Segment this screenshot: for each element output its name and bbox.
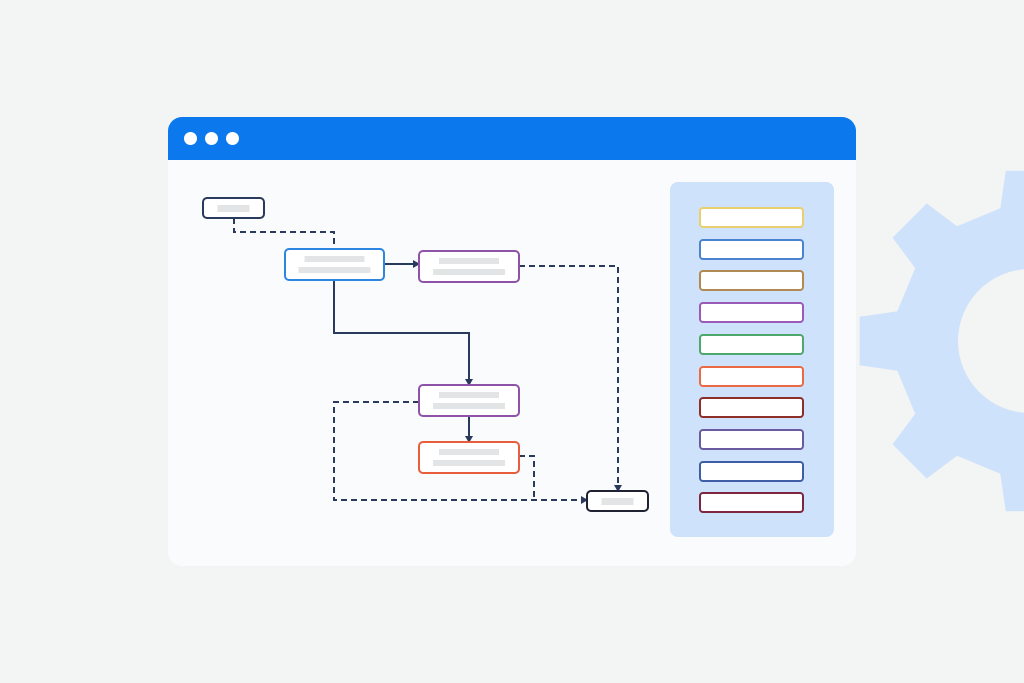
app-window [168, 117, 856, 566]
legend-item[interactable] [699, 365, 804, 387]
node-step-blue[interactable] [284, 248, 385, 281]
gear-body [859, 170, 1024, 512]
node-box [418, 384, 520, 417]
node-text-placeholder [601, 498, 634, 505]
node-box [418, 250, 520, 283]
edge-step-orange-to-end [519, 455, 535, 500]
legend-item[interactable] [699, 428, 804, 450]
edge-step-blue-to-step-purple-middle [333, 280, 473, 386]
legend-item[interactable] [699, 492, 804, 514]
legend-item[interactable] [699, 397, 804, 419]
flowchart-diagram [202, 197, 649, 512]
diagram-edges [233, 218, 622, 504]
legend-panel [670, 182, 834, 537]
node-text-placeholder [433, 460, 505, 466]
window-dot-maximize[interactable] [226, 132, 239, 145]
window-dot-close[interactable] [184, 132, 197, 145]
gear-icon [859, 170, 1024, 512]
gear-hole [958, 269, 1024, 413]
node-text-placeholder [304, 256, 365, 262]
edge-step-purple-middle-to-end [333, 401, 588, 504]
node-step-orange[interactable] [418, 441, 520, 474]
edge-step-purple-right-to-end [519, 265, 622, 492]
node-text-placeholder [217, 205, 250, 212]
node-step-purple-right[interactable] [418, 250, 520, 283]
node-text-placeholder [298, 267, 371, 273]
legend-item[interactable] [699, 460, 804, 482]
node-text-placeholder [433, 269, 505, 275]
diagram-nodes [202, 197, 649, 512]
node-text-placeholder [439, 258, 499, 264]
legend-item[interactable] [699, 302, 804, 324]
window-dot-minimize[interactable] [205, 132, 218, 145]
window-content [168, 160, 856, 566]
window-titlebar [168, 117, 856, 160]
node-text-placeholder [439, 449, 499, 455]
node-box [284, 248, 385, 281]
legend-item[interactable] [699, 333, 804, 355]
legend-item[interactable] [699, 207, 804, 228]
node-end[interactable] [586, 490, 649, 512]
edge-start-to-step-blue [233, 218, 335, 249]
node-box [418, 441, 520, 474]
node-text-placeholder [433, 403, 505, 409]
legend-item[interactable] [699, 238, 804, 260]
node-start[interactable] [202, 197, 265, 219]
node-step-purple-middle[interactable] [418, 384, 520, 417]
node-text-placeholder [439, 392, 499, 398]
legend-item[interactable] [699, 270, 804, 292]
